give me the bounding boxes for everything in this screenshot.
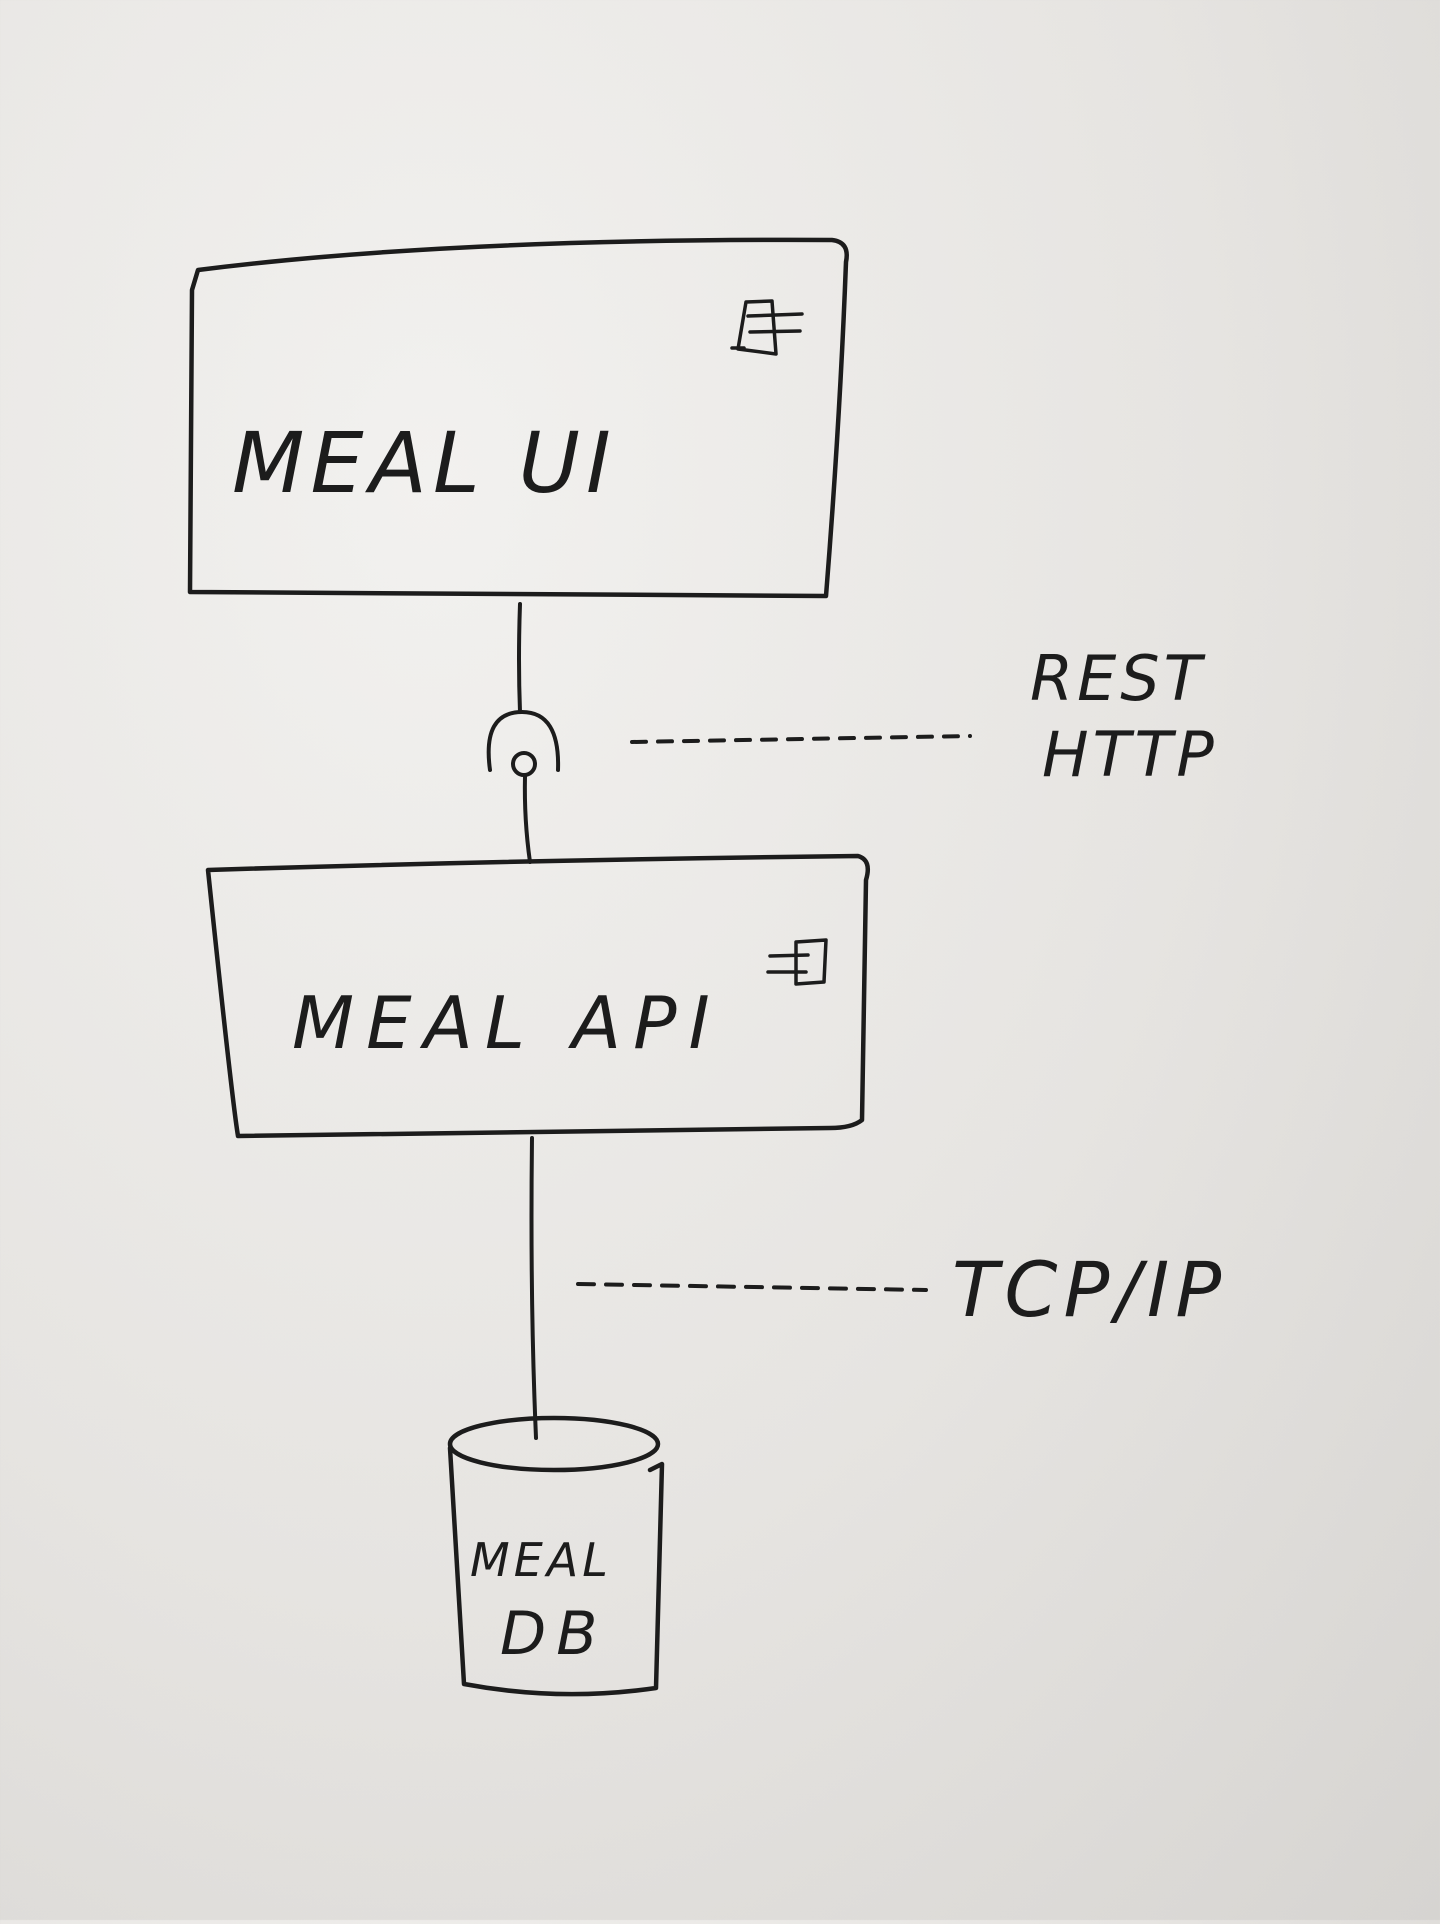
interface-to-api-line: [522, 774, 532, 864]
meal-db-label-line1: MEAL: [470, 1533, 612, 1587]
rest-label: REST: [1030, 642, 1206, 715]
component-icon: [766, 938, 828, 986]
tcpip-dashed-leader: [576, 1282, 928, 1292]
interface-ball: [511, 751, 537, 777]
api-to-db-line: [529, 1136, 538, 1440]
meal-api-box: [205, 853, 870, 1139]
ui-to-interface-line: [517, 602, 522, 714]
db-top-ellipse: [447, 1415, 661, 1473]
meal-ui-label: MEAL UI: [232, 414, 617, 512]
meal-ui-box: [187, 237, 849, 599]
rest-dashed-leader: [630, 734, 972, 744]
db-body: [447, 1445, 665, 1697]
tcpip-label: TCP/IP: [952, 1245, 1227, 1334]
http-label: HTTP: [1042, 718, 1218, 791]
meal-api-label: MEAL API: [292, 981, 722, 1065]
rest-interface-socket: [486, 710, 561, 777]
meal-ui-component: MEAL UI: [187, 237, 849, 599]
meal-db-database: MEAL DB: [447, 1415, 665, 1697]
component-icon: [730, 299, 804, 356]
meal-api-component: MEAL API: [205, 853, 870, 1139]
meal-db-label-line2: DB: [500, 1599, 607, 1669]
socket-arc: [486, 710, 561, 772]
